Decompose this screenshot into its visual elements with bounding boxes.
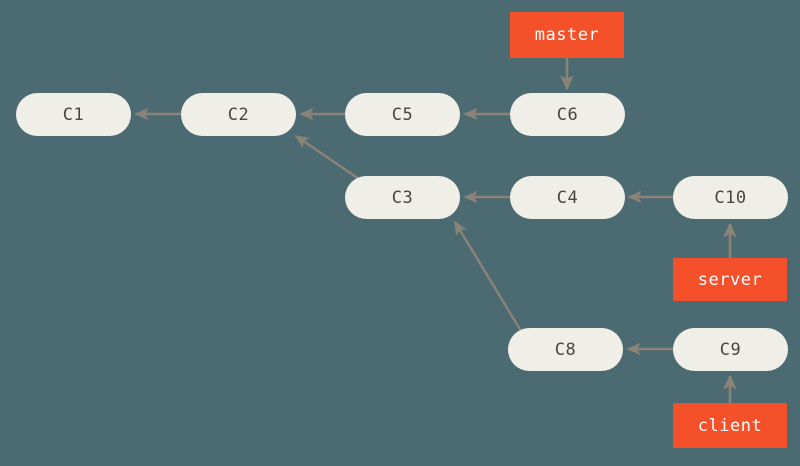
- commit-node-c4[interactable]: C4: [510, 176, 625, 219]
- arrow-c8-c3: [453, 220, 523, 332]
- commit-node-c10[interactable]: C10: [673, 176, 788, 219]
- commit-node-c5[interactable]: C5: [345, 93, 460, 136]
- branch-label-server[interactable]: server: [673, 258, 787, 301]
- commit-node-c1[interactable]: C1: [16, 93, 131, 136]
- branch-label-client[interactable]: client: [673, 403, 787, 448]
- commit-node-c2[interactable]: C2: [181, 93, 296, 136]
- branch-label-master[interactable]: master: [510, 12, 624, 58]
- commit-node-c8[interactable]: C8: [508, 328, 623, 371]
- commit-node-c9[interactable]: C9: [673, 328, 788, 371]
- commit-node-c3[interactable]: C3: [345, 176, 460, 219]
- commit-node-c6[interactable]: C6: [510, 93, 625, 136]
- arrow-c3-c2: [294, 135, 363, 182]
